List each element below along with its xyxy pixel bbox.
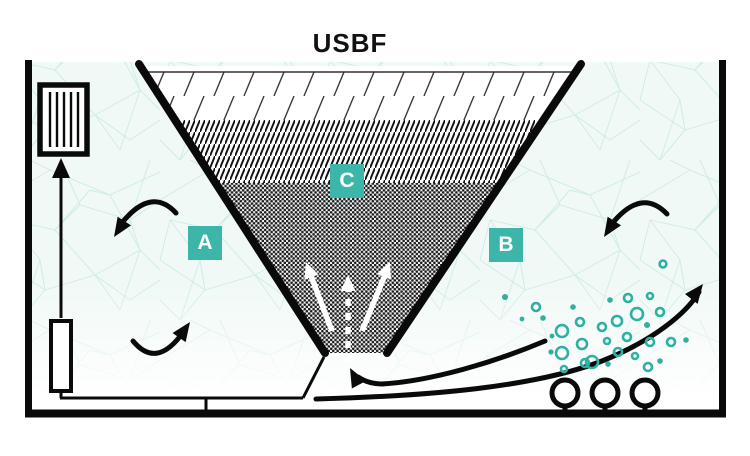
zone-b-label: B [489, 228, 523, 262]
upflow-arrow-left [308, 275, 335, 332]
clarified-zone-pattern [143, 72, 577, 120]
funnel-wall-left [135, 60, 329, 357]
upflow-arrows [304, 262, 391, 362]
circulation-arrow-left-top [118, 199, 179, 227]
funnel-outlet-line [301, 356, 326, 399]
circulation-arrow-left-bottom [130, 328, 187, 356]
up-arrowhead [52, 158, 70, 178]
zone-c-label: C [330, 164, 364, 198]
separator-funnel-walls [135, 60, 585, 357]
air-bubbles [502, 259, 689, 374]
diffuser-icon [549, 377, 581, 409]
aeration-flow-arrow [313, 289, 702, 402]
tank-shell [25, 60, 726, 418]
zone-a-label: A [188, 226, 222, 260]
aeration-diffusers [549, 377, 661, 413]
upflow-arrow-right [359, 273, 388, 333]
diffuser-icon [629, 377, 661, 409]
effluent-riser-arrow [52, 158, 70, 318]
effluent-filter-icon [37, 82, 90, 157]
diagram-title: USBF [312, 28, 388, 58]
floor-piping [59, 356, 326, 413]
diffuser-icon [589, 377, 621, 409]
recirculation-pump-icon [49, 319, 73, 393]
return-flow-arrow [355, 338, 548, 387]
funnel-wall-right [383, 60, 585, 357]
circulation-arrow-right [608, 200, 670, 228]
circulation-arrows [114, 199, 703, 402]
